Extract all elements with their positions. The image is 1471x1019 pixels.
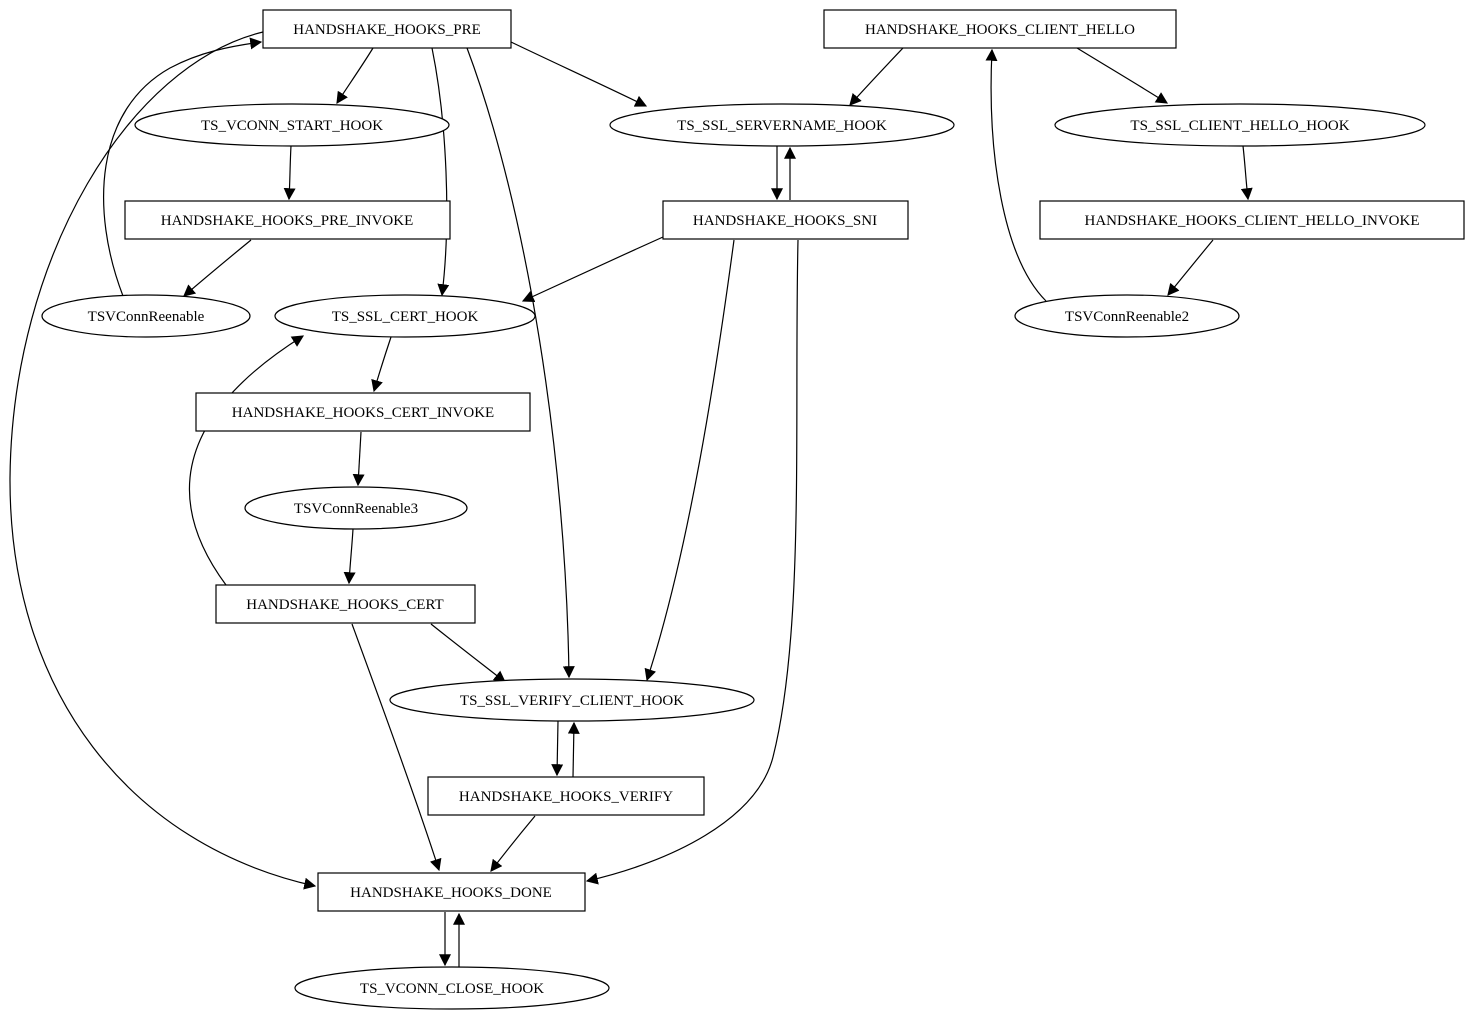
node-label: TS_SSL_CLIENT_HELLO_HOOK (1130, 118, 1349, 134)
node-label: TS_SSL_VERIFY_CLIENT_HOOK (460, 693, 684, 709)
node-tsvconnreenable3: TSVConnReenable3 (244, 486, 468, 530)
edge-handshake-hooks-pre-to-ts-ssl-cert-hook (431, 47, 450, 297)
node-ts-vconn-close-hook: TS_VCONN_CLOSE_HOOK (294, 966, 610, 1010)
node-handshake-hooks-pre-invoke: HANDSHAKE_HOOKS_PRE_INVOKE (124, 200, 451, 240)
node-label: HANDSHAKE_HOOKS_CERT_INVOKE (232, 405, 494, 421)
edge-handshake-hooks-sni-to-ts-ssl-cert-hook (521, 236, 664, 302)
node-ellipse (294, 966, 610, 1010)
node-box (662, 200, 909, 240)
edge-ts-ssl-cert-hook-to-handshake-hooks-cert-invoke (371, 336, 392, 393)
edge-handshake-hooks-cert-to-ts-ssl-verify-client-hook (430, 623, 506, 683)
node-tsvconnreenable: TSVConnReenable (41, 294, 251, 338)
node-ellipse (244, 486, 468, 530)
edge-handshake-hooks-cert-to-handshake-hooks-done (351, 623, 442, 872)
node-ts-ssl-cert-hook: TS_SSL_CERT_HOOK (274, 294, 536, 338)
node-handshake-hooks-verify: HANDSHAKE_HOOKS_VERIFY (427, 776, 705, 816)
node-ellipse (134, 103, 450, 147)
node-box (124, 200, 451, 240)
node-ellipse (41, 294, 251, 338)
edge-handshake-hooks-pre-to-ts-ssl-verify-client-hook (466, 47, 575, 679)
node-ts-ssl-verify-client-hook: TS_SSL_VERIFY_CLIENT_HOOK (389, 678, 755, 722)
edges-layer (9, 31, 1253, 967)
node-label: HANDSHAKE_HOOKS_VERIFY (459, 789, 673, 805)
edge-handshake-hooks-pre-invoke-to-tsvconnreenable (183, 239, 252, 297)
edge-handshake-hooks-pre-to-handshake-hooks-done (9, 31, 317, 890)
edge-handshake-hooks-pre-to-ts-ssl-servername-hook (510, 41, 648, 107)
node-ts-vconn-start-hook: TS_VCONN_START_HOOK (134, 103, 450, 147)
edge-handshake-hooks-cert-invoke-to-tsvconnreenable3 (352, 431, 365, 487)
edge-handshake-hooks-client-hello-to-ts-ssl-servername-hook (849, 47, 904, 106)
node-handshake-hooks-pre: HANDSHAKE_HOOKS_PRE (262, 9, 512, 49)
edge-handshake-hooks-pre-to-ts-vconn-start-hook (336, 47, 374, 105)
node-label: TS_SSL_SERVERNAME_HOOK (677, 118, 887, 134)
edge-tsvconnreenable3-to-handshake-hooks-cert (343, 528, 356, 585)
node-box (195, 392, 531, 432)
node-label: TS_SSL_CERT_HOOK (332, 309, 479, 325)
node-box (823, 9, 1177, 49)
node-label: TSVConnReenable (88, 309, 205, 325)
node-label: HANDSHAKE_HOOKS_SNI (693, 213, 877, 229)
node-label: HANDSHAKE_HOOKS_PRE (293, 22, 481, 38)
node-ts-ssl-client-hello-hook: TS_SSL_CLIENT_HELLO_HOOK (1054, 103, 1426, 147)
edge-handshake-hooks-sni-to-handshake-hooks-done (585, 239, 799, 885)
node-ellipse (609, 103, 955, 147)
edge-handshake-hooks-verify-to-ts-ssl-verify-client-hook (567, 721, 580, 778)
node-ellipse (389, 678, 755, 722)
node-box (262, 9, 512, 49)
node-label: HANDSHAKE_HOOKS_PRE_INVOKE (161, 213, 414, 229)
node-label: HANDSHAKE_HOOKS_DONE (350, 885, 552, 901)
edge-tsvconnreenable2-to-handshake-hooks-client-hello (985, 48, 1047, 302)
node-ellipse (1054, 103, 1426, 147)
edge-handshake-hooks-client-hello-to-ts-ssl-client-hello-hook (1076, 47, 1169, 104)
node-label: TS_VCONN_START_HOOK (201, 118, 383, 134)
node-box (1039, 200, 1465, 240)
edge-handshake-hooks-client-hello-invoke-to-tsvconnreenable2 (1167, 239, 1214, 296)
edge-handshake-hooks-cert-to-ts-ssl-cert-hook (188, 335, 305, 586)
node-handshake-hooks-client-hello: HANDSHAKE_HOOKS_CLIENT_HELLO (823, 9, 1177, 49)
edge-handshake-hooks-verify-to-handshake-hooks-done (490, 815, 536, 872)
node-box (215, 584, 476, 624)
nodes-layer: HANDSHAKE_HOOKS_PRE HANDSHAKE_HOOKS_CLIE… (41, 9, 1465, 1010)
node-handshake-hooks-client-hello-invoke: HANDSHAKE_HOOKS_CLIENT_HELLO_INVOKE (1039, 200, 1465, 240)
node-label: TSVConnReenable3 (294, 501, 418, 517)
node-label: TS_VCONN_CLOSE_HOOK (360, 981, 544, 997)
node-handshake-hooks-sni: HANDSHAKE_HOOKS_SNI (662, 200, 909, 240)
edge-tsvconnreenable-to-handshake-hooks-pre (103, 37, 263, 297)
node-ellipse (1014, 294, 1240, 338)
node-label: HANDSHAKE_HOOKS_CERT (246, 597, 443, 613)
edge-ts-vconn-start-hook-to-handshake-hooks-pre-invoke (283, 145, 296, 201)
node-label: HANDSHAKE_HOOKS_CLIENT_HELLO_INVOKE (1085, 213, 1420, 229)
node-label: HANDSHAKE_HOOKS_CLIENT_HELLO (865, 22, 1135, 38)
edge-ts-ssl-client-hello-hook-to-handshake-hooks-client-hello-invoke (1240, 145, 1253, 201)
edge-handshake-hooks-sni-to-ts-ssl-verify-client-hook (644, 239, 735, 682)
node-ts-ssl-servername-hook: TS_SSL_SERVERNAME_HOOK (609, 103, 955, 147)
node-label: TSVConnReenable2 (1065, 309, 1189, 325)
node-box (427, 776, 705, 816)
node-handshake-hooks-done: HANDSHAKE_HOOKS_DONE (317, 872, 586, 912)
node-tsvconnreenable2: TSVConnReenable2 (1014, 294, 1240, 338)
node-box (317, 872, 586, 912)
node-handshake-hooks-cert: HANDSHAKE_HOOKS_CERT (215, 584, 476, 624)
node-handshake-hooks-cert-invoke: HANDSHAKE_HOOKS_CERT_INVOKE (195, 392, 531, 432)
node-ellipse (274, 294, 536, 338)
edge-ts-ssl-verify-client-hook-to-handshake-hooks-verify (551, 720, 564, 777)
